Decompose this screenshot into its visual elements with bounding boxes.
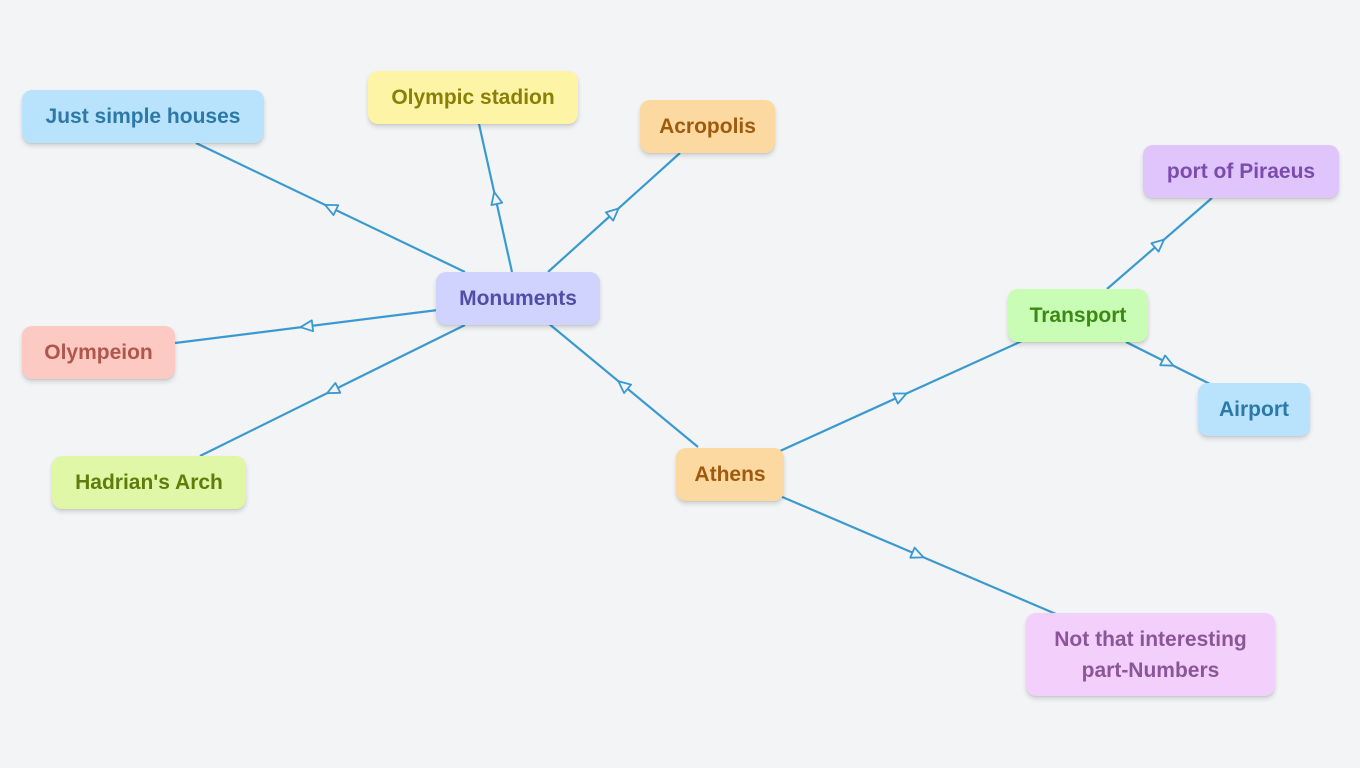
node-label: Airport: [1219, 398, 1289, 421]
node-transport[interactable]: Transport: [1008, 289, 1148, 342]
connector-monuments-stadion-arrowhead: [490, 191, 504, 207]
node-label-line2: part-Numbers: [1081, 658, 1220, 682]
node-olympic-stadion[interactable]: Olympic stadion: [368, 71, 578, 124]
connector-transport-piraeus-arrowhead: [1150, 238, 1165, 253]
node-monuments[interactable]: Monuments: [436, 272, 600, 325]
node-olympeion[interactable]: Olympeion: [22, 326, 175, 379]
connector-athens-transport-arrowhead: [892, 392, 908, 405]
connector-monuments-hadrian-arrowhead: [326, 381, 342, 395]
node-label: Transport: [1029, 304, 1127, 327]
node-label: Just simple houses: [45, 105, 241, 128]
connector-monuments-olympeion-arrowhead: [299, 319, 315, 333]
connector-transport-airport-arrowhead: [1159, 354, 1175, 367]
node-label: Olympeion: [44, 341, 153, 364]
node-airport[interactable]: Airport: [1198, 383, 1310, 436]
node-hadrians-arch[interactable]: Hadrian's Arch: [52, 456, 246, 509]
connector-athens-numbers-arrowhead: [909, 546, 925, 559]
connector-monuments-acropolis-arrowhead: [605, 207, 620, 222]
node-label: Olympic stadion: [391, 86, 555, 109]
node-label: Athens: [694, 463, 766, 486]
connector-athens-monuments-arrowhead: [617, 380, 632, 395]
connector-monuments-houses-arrowhead: [324, 203, 340, 217]
node-label: Monuments: [459, 287, 577, 310]
node-not-that-interesting[interactable]: Not that interesting part-Numbers: [1026, 613, 1275, 696]
node-label: Acropolis: [659, 115, 756, 138]
node-label-line1: Not that interesting: [1054, 627, 1247, 651]
node-acropolis[interactable]: Acropolis: [640, 100, 775, 153]
node-just-simple-houses[interactable]: Just simple houses: [22, 90, 264, 143]
node-port-of-piraeus[interactable]: port of Piraeus: [1143, 145, 1339, 198]
node-label-group: Not that interesting part-Numbers: [1054, 624, 1247, 686]
node-athens[interactable]: Athens: [676, 448, 784, 501]
node-label: port of Piraeus: [1166, 160, 1316, 183]
node-label: Hadrian's Arch: [75, 471, 223, 494]
